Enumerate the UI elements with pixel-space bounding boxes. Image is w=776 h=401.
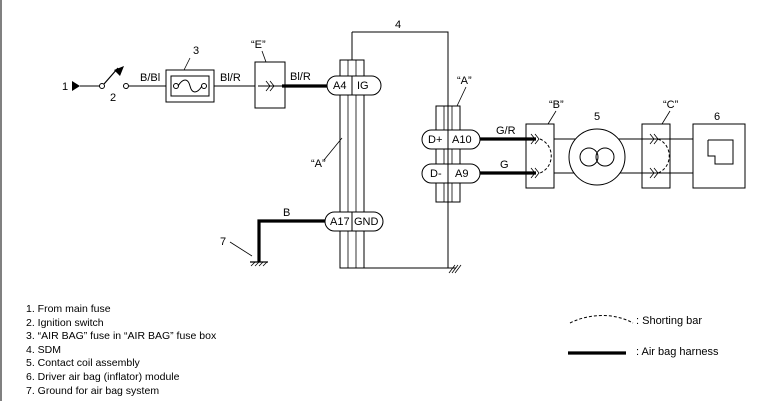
legend-item: 2. Ignition switch	[26, 316, 104, 329]
pin-gnd: GND	[354, 216, 379, 228]
label-1: 1	[62, 81, 68, 93]
pin-a17: A17	[330, 216, 350, 228]
pin-a17-gnd: A17 GND	[324, 211, 384, 232]
key-harness-label: : Air bag harness	[636, 346, 719, 358]
connector-e: “E”	[251, 39, 286, 109]
connector-c-label: “C”	[663, 99, 679, 111]
label-4: 4	[395, 19, 401, 31]
legend-item: 6. Driver air bag (inflator) module	[26, 370, 180, 383]
pin-a9: A9	[455, 168, 468, 180]
legend-item: 4. SDM	[26, 343, 62, 356]
wire-label-bl-r-1: Bl/R	[220, 72, 241, 84]
key-shorting-bar-label: : Shorting bar	[636, 315, 703, 327]
wire-label-b-bl: B/Bl	[140, 72, 160, 84]
ground-circuit: B 7	[220, 207, 325, 267]
label-2: 2	[110, 92, 116, 104]
pin-a9-dminus: D- A9	[421, 163, 481, 184]
wire-label-g: G	[500, 159, 509, 171]
inflator-module: 6	[692, 111, 746, 189]
legend-item: 5. Contact coil assembly	[26, 357, 140, 370]
pin-a10-dplus: D+ A10	[421, 129, 481, 150]
legend-item: 1. From main fuse	[26, 303, 111, 315]
connector-a-right: “A”	[435, 75, 472, 203]
label-5: 5	[594, 111, 600, 123]
sdm: 4	[351, 19, 462, 274]
connector-a-left: “A”	[311, 59, 365, 269]
legend-item: 7. Ground for air bag system	[26, 384, 160, 397]
pin-a4-ig: A4 IG	[326, 75, 382, 96]
shorting-bar-symbol	[569, 315, 634, 324]
key-shorting-bar: : Shorting bar	[636, 315, 702, 327]
wire-label-g-r: G/R	[496, 125, 516, 137]
pin-a4: A4	[333, 80, 346, 92]
connector-b-label: “B”	[549, 99, 564, 111]
pin-d-minus: D-	[430, 168, 442, 180]
ignition-switch: 2	[103, 66, 129, 104]
connector-a-left-label: “A”	[311, 158, 326, 170]
main-fuse-source: 1	[62, 81, 105, 93]
connector-c: “C”	[641, 99, 679, 189]
connector-e-label: “E”	[251, 39, 266, 51]
pin-a10: A10	[452, 134, 472, 146]
connector-a-top-label: “A”	[457, 75, 472, 87]
component-legend: 1. From main fuse 2. Ignition switch 3. …	[26, 303, 216, 398]
pin-ig: IG	[357, 80, 369, 92]
wire-label-bl-r-2: Bl/R	[290, 71, 311, 83]
label-3: 3	[193, 45, 199, 57]
legend-item: 3. “AIR BAG” fuse in “AIR BAG” fuse box	[26, 330, 217, 343]
connector-b: “B”	[525, 99, 564, 189]
key-harness: : Air bag harness	[636, 346, 719, 358]
pin-d-plus: D+	[428, 134, 442, 146]
contact-coil: 5	[568, 111, 626, 186]
label-7: 7	[220, 236, 226, 248]
label-6: 6	[714, 111, 720, 123]
wire-label-b: B	[283, 207, 290, 219]
